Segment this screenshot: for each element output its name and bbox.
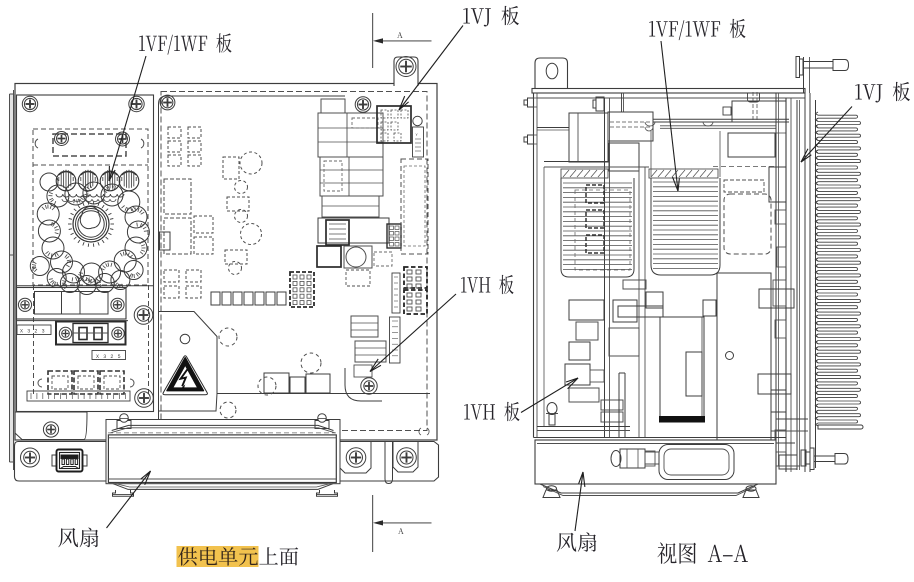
svg-text:X 3 2 5: X 3 2 5 bbox=[96, 354, 121, 360]
svg-text:Y: Y bbox=[416, 134, 419, 138]
svg-text:X 3 2 3: X 3 2 3 bbox=[20, 328, 45, 334]
